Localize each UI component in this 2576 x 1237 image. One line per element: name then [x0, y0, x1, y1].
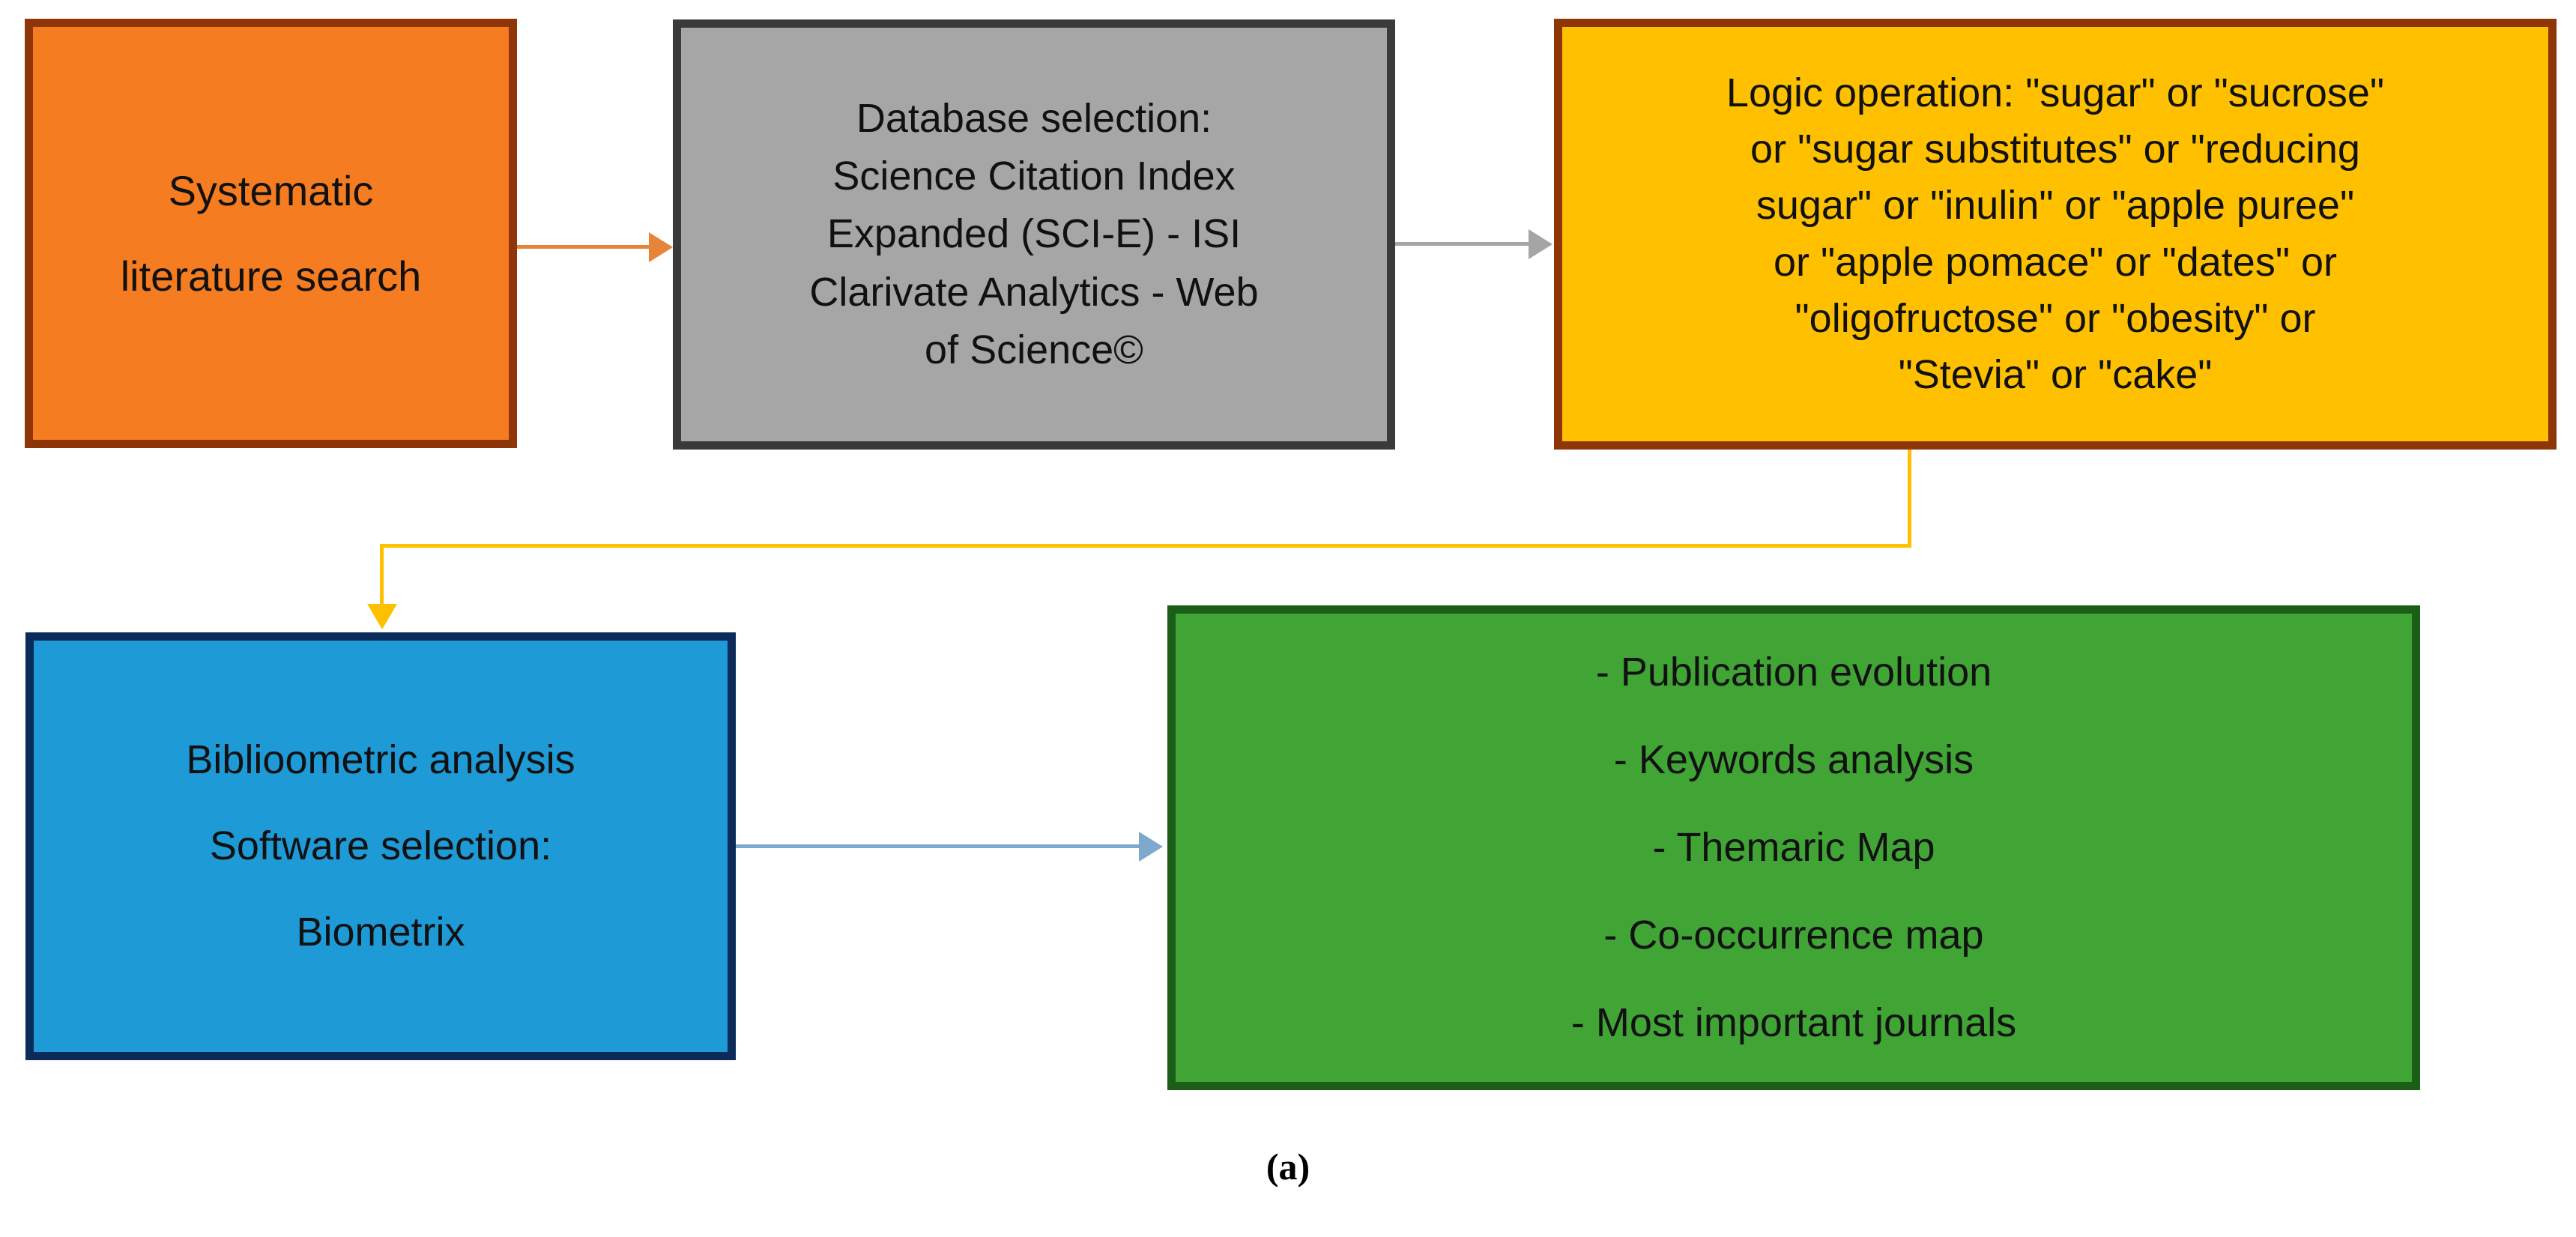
- node-logic-line-3: sugar" or "inulin" or "apple puree": [1756, 183, 2355, 229]
- node-outputs-line-2: - Keywords analysis: [1613, 737, 1974, 782]
- node-logic-line-4: or "apple pomace" or "dates" or: [1773, 239, 2338, 285]
- node-outputs-line-5: - Most important journals: [1570, 999, 2017, 1045]
- node-outputs-line-1: - Publication evolution: [1595, 649, 1992, 695]
- arrow-search-to-database-icon: [517, 225, 673, 270]
- node-logic-line-5: "oligofructose" or "obesity" or: [1795, 295, 2316, 341]
- node-biblio-line-2: Software selection:: [209, 823, 552, 868]
- node-database-line-5: of Science©: [925, 327, 1143, 372]
- arrow-biblio-to-outputs-icon: [736, 824, 1170, 869]
- node-biblio-line-3: Biometrix: [296, 910, 465, 955]
- arrow-segment-horizontal: [380, 544, 1911, 548]
- arrow-head-icon: [649, 232, 673, 262]
- arrow-head-icon: [1529, 229, 1552, 259]
- figure-caption: (a): [1266, 1146, 1310, 1188]
- node-logic-line-2: or "sugar substitutes" or "reducing: [1750, 126, 2360, 172]
- node-database-line-1: Database selection:: [856, 95, 1212, 141]
- node-bibliometric-analysis[interactable]: Biblioometric analysis Software selectio…: [25, 632, 736, 1060]
- node-outputs-line-4: - Co-occurrence map: [1603, 912, 1984, 958]
- node-biblio-line-1: Biblioometric analysis: [186, 737, 575, 782]
- node-logic-operation[interactable]: Logic operation: "sugar" or "sucrose" or…: [1554, 19, 2557, 450]
- arrow-shaft: [736, 844, 1144, 848]
- arrow-database-to-logic-icon: [1395, 222, 1554, 267]
- arrow-head-icon: [1139, 832, 1163, 862]
- node-analysis-outputs[interactable]: - Publication evolution - Keywords analy…: [1167, 605, 2420, 1090]
- node-search-line-1: Systematic: [168, 166, 374, 214]
- arrow-segment-vertical-right: [1908, 450, 1911, 547]
- node-logic-line-1: Logic operation: "sugar" or "sucrose": [1726, 70, 2385, 115]
- node-database-line-3: Expanded (SCI-E) - ISI: [826, 211, 1242, 257]
- node-database-selection[interactable]: Database selection: Science Citation Ind…: [673, 19, 1395, 450]
- node-database-line-2: Science Citation Index: [832, 154, 1236, 199]
- arrow-head-icon: [367, 604, 397, 629]
- node-database-line-4: Clarivate Analytics - Web: [809, 269, 1259, 315]
- node-search-line-2: literature search: [120, 252, 422, 300]
- arrow-shaft: [517, 245, 656, 249]
- node-systematic-literature-search[interactable]: Systematic literature search: [25, 19, 517, 448]
- node-logic-line-6: "Stevia" or "cake": [1898, 352, 2213, 398]
- arrow-segment-vertical-left: [380, 544, 384, 610]
- arrow-shaft: [1395, 242, 1536, 246]
- node-outputs-line-3: - Themaric Map: [1652, 824, 1935, 870]
